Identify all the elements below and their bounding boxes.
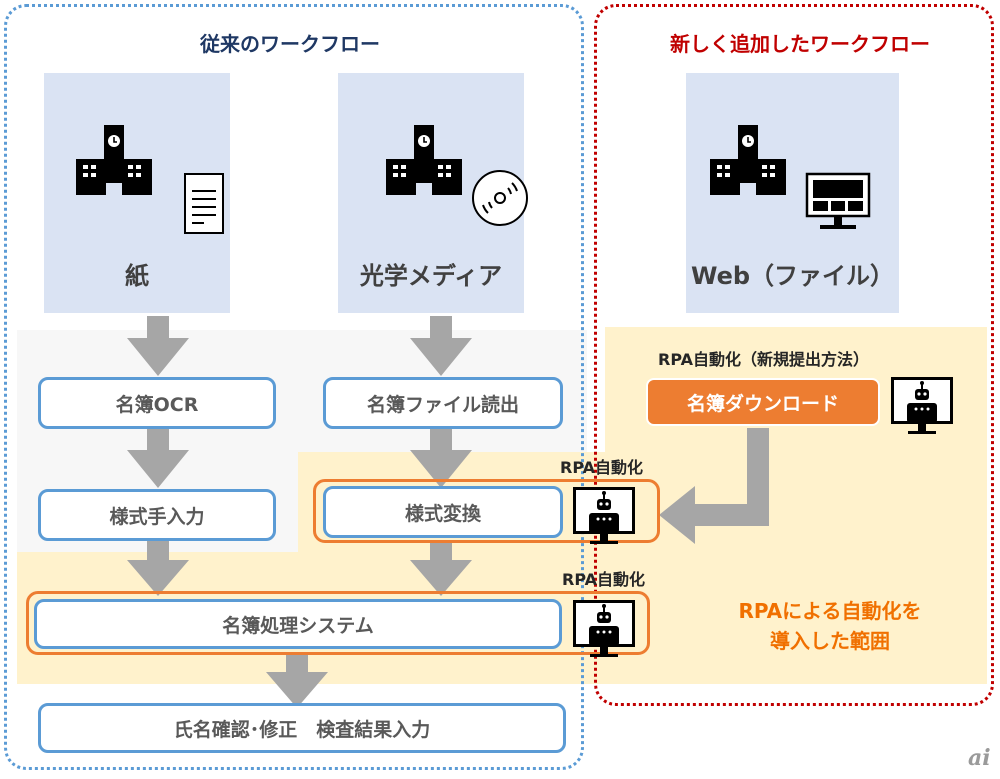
rpa-frame-convert: [313, 479, 660, 543]
arrow-read-to-convert: [410, 428, 472, 488]
rpa-scope-note: RPAによる自動化を 導入した範囲: [700, 596, 960, 656]
arrow-download-to-convert: [659, 428, 769, 544]
step-format-convert: 様式変換: [323, 486, 563, 538]
government-building-icon: [76, 125, 152, 195]
arrow-optical-to-read: [410, 316, 472, 376]
source-paper: 紙: [44, 73, 230, 313]
arrow-ocr-to-manual: [127, 428, 189, 488]
step-processing-system: 名簿処理システム: [34, 599, 562, 649]
source-web: Web（ファイル）: [686, 73, 899, 313]
step-ocr: 名簿OCR: [38, 377, 276, 429]
step-roster-download: 名簿ダウンロード: [646, 378, 880, 426]
rpa-robot-icon: [573, 487, 635, 544]
source-optical-media: 光学メディア: [338, 73, 528, 313]
new-workflow-title: 新しく追加したワークフロー: [670, 32, 930, 56]
rpa-frame-system: [26, 591, 650, 655]
source-paper-label: 紙: [125, 262, 149, 290]
rpa-robot-icon: [891, 377, 953, 434]
rpa-label-system: RPA自動化: [562, 570, 645, 589]
legacy-workflow-frame: [4, 4, 584, 770]
arrow-manual-to-system: [127, 540, 189, 596]
step-file-read: 名簿ファイル読出: [323, 377, 563, 429]
step-manual-input: 様式手入力: [38, 489, 276, 541]
rpa-label-new-method: RPA自動化（新規提出方法）: [658, 350, 869, 369]
new-workflow-frame: [594, 4, 994, 706]
arrow-paper-to-ocr: [127, 316, 189, 376]
rpa-scope-note-line1: RPAによる自動化を: [738, 599, 922, 623]
arrow-system-to-final: [266, 652, 328, 708]
rpa-label-convert: RPA自動化: [560, 458, 643, 477]
document-icon: [184, 173, 224, 234]
step-final-input: 氏名確認･修正 検査結果入力: [38, 703, 566, 753]
rpa-scope-note-line2: 導入した範囲: [770, 629, 890, 653]
arrow-convert-to-system: [410, 540, 472, 596]
government-building-icon: [710, 125, 786, 195]
legacy-workflow-title: 従来のワークフロー: [200, 32, 380, 56]
government-building-icon: [386, 125, 462, 195]
optical-disc-icon: [472, 170, 528, 226]
monitor-icon: [805, 172, 871, 229]
source-optical-media-label: 光学メディア: [359, 262, 503, 290]
source-web-label: Web（ファイル）: [690, 262, 895, 290]
publisher-logo: ai: [968, 745, 991, 771]
rpa-robot-icon: [573, 600, 635, 657]
